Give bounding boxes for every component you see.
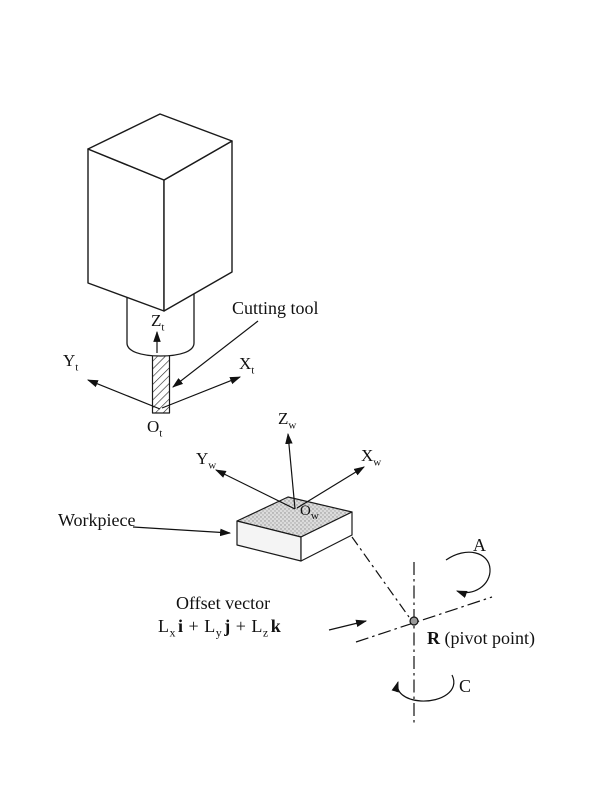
- work-y-axis-arrow: [215, 469, 296, 510]
- work-x-axis-label: Xw: [361, 446, 382, 469]
- tool-y-axis-label: Yt: [63, 351, 79, 374]
- c-rotation-arrow: [391, 674, 455, 702]
- pivot-point-marker: [409, 616, 419, 626]
- work-z-axis-arrow: [285, 432, 296, 510]
- tool-z-axis-label: Zt: [151, 311, 165, 334]
- spindle-collet: [126, 294, 195, 357]
- c-axis-label: C: [459, 676, 472, 696]
- offset-vector-formula: Lx i + Ly j + Lz k: [158, 616, 282, 640]
- a-axis-label: A: [473, 535, 486, 555]
- tool-y-axis-arrow: [86, 379, 161, 410]
- workpiece-pointer-arrow: [132, 526, 232, 537]
- offset-vector-line: [351, 536, 410, 618]
- offset-vector-label: Offset vector: [176, 593, 271, 613]
- work-z-axis-label: Zw: [278, 409, 297, 432]
- work-x-axis-arrow: [296, 466, 365, 509]
- tool-x-axis-label: Xt: [239, 354, 255, 377]
- cutting-tool-label: Cutting tool: [232, 298, 319, 318]
- a-axis-centerline: [355, 596, 493, 643]
- tool-x-axis-arrow: [161, 376, 242, 409]
- cutting-tool-pointer-arrow: [172, 320, 259, 388]
- workpiece-label: Workpiece: [58, 510, 136, 530]
- spindle-housing-top-face: [87, 113, 233, 181]
- offset-vector-pointer-arrow: [328, 619, 368, 631]
- a-rotation-arrow: [445, 551, 491, 598]
- work-origin-label: Ow: [300, 503, 319, 522]
- work-y-axis-label: Yw: [196, 449, 217, 472]
- tool-origin-label: Ot: [147, 417, 163, 440]
- pivot-point-label: R (pivot point): [427, 628, 535, 648]
- workpiece-right-face: [300, 511, 353, 562]
